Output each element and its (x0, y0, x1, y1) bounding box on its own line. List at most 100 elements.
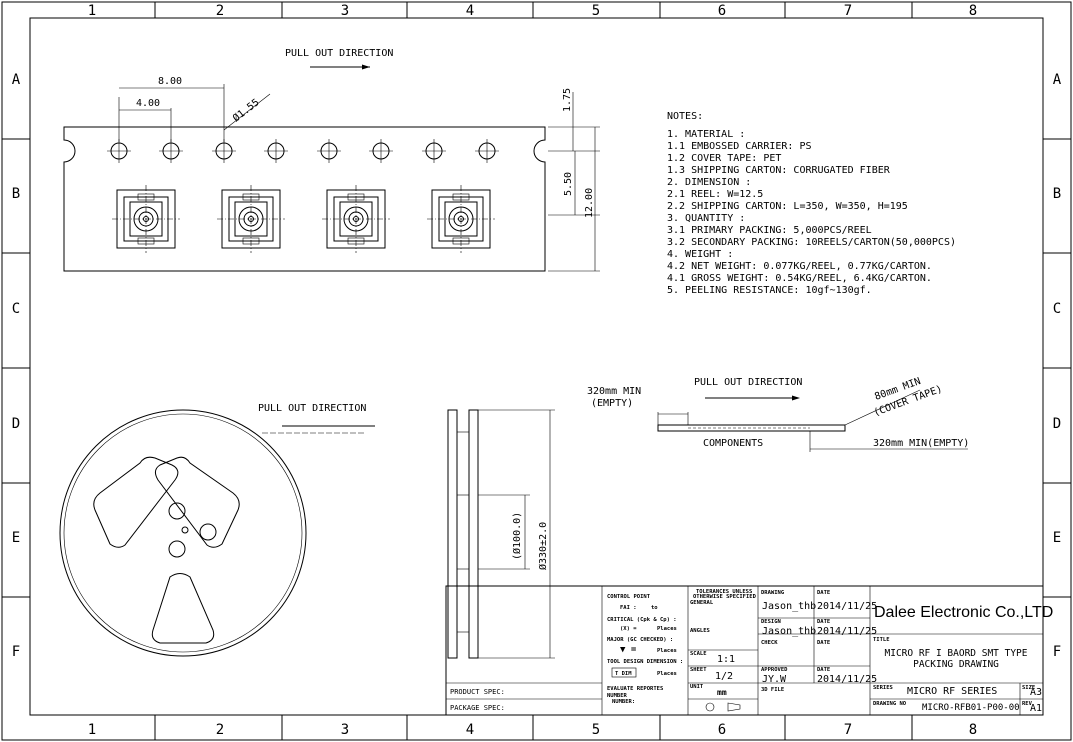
tb-unit: mm (717, 688, 727, 697)
tb-package-spec: PACKAGE SPEC: (450, 704, 505, 712)
tb-fai-to: to (651, 605, 658, 611)
grid-col-4: 4 (466, 3, 474, 19)
grid-col-labels-top: 1 2 3 4 5 6 7 8 (88, 3, 977, 19)
grid-row-d-right: D (1053, 416, 1061, 432)
grid-row-b-right: B (1053, 186, 1061, 202)
tb-design-by: Jason_thb (762, 626, 816, 637)
tb-otherwise: OTHERWISE SPECIFIED (693, 594, 757, 600)
tb-major-sym: ▼ = (620, 645, 637, 655)
leader-direction-label: PULL OUT DIRECTION (694, 377, 802, 388)
tb-general: GENERAL (690, 600, 714, 606)
tb-evaluate: EVALUATE REPORTES (607, 686, 663, 692)
title-block-frame (445, 585, 1044, 716)
tb-scale: 1:1 (717, 654, 735, 665)
leader-min-empty-2: 320mm MIN(EMPTY) (873, 438, 969, 449)
grid-col-2: 2 (216, 3, 224, 19)
tb-scale-label: SCALE (690, 651, 707, 657)
reel-window-left (93, 456, 179, 548)
grid-col-2-bottom: 2 (216, 722, 224, 738)
grid-row-d: D (12, 416, 20, 432)
grid-col-6-bottom: 6 (718, 722, 726, 738)
grid-row-labels-right: A B C D E F (1053, 72, 1062, 660)
grid-col-8-bottom: 8 (969, 722, 977, 738)
reel-side-view: (Ø100.0) Ø330±2.0 (447, 409, 555, 659)
leader-components: COMPONENTS (703, 438, 763, 449)
tb-projection-cone-icon (727, 702, 741, 712)
carrier-tape-view: PULL OUT DIRECTION 8.00 4.00 Ø1.55 1.75 … (63, 48, 600, 272)
tb-date-label-3: DATE (817, 640, 830, 646)
tb-tolerances: TOLERANCES UNLESS (696, 589, 752, 595)
note-line-9: 3.1 PRIMARY PACKING: 5,000PCS/REEL (667, 225, 872, 236)
cover-tape-line (844, 389, 921, 426)
grid-row-f: F (12, 644, 20, 660)
tb-size: A3 (1030, 687, 1042, 698)
tb-title-1: MICRO RF I BAORD SMT TYPE (885, 648, 1028, 659)
grid-row-e-right: E (1053, 530, 1061, 546)
tb-places-1: Places (657, 626, 677, 632)
dim-pitch: 8.00 (158, 76, 182, 87)
notes-heading: NOTES: (667, 111, 703, 122)
note-line-13: 4.1 GROSS WEIGHT: 0.54KG/REEL, 6.4KG/CAR… (667, 273, 932, 284)
reel-center-mark (181, 526, 189, 534)
tb-drawn-date: 2014/11/25 (817, 601, 877, 612)
grid-col-ticks (154, 2, 913, 740)
note-line-10: 3.2 SECONDARY PACKING: 10REELS/CARTON(50… (667, 237, 956, 248)
tb-title-label: TITLE (873, 637, 890, 643)
tb-drawing-label: DRAWING (761, 590, 785, 596)
grid-col-4-bottom: 4 (466, 722, 474, 738)
dim-half-pitch: 4.00 (136, 98, 160, 109)
leader-tape (657, 424, 846, 432)
note-line-14: 5. PEELING RESISTANCE: 10gf~130gf. (667, 285, 872, 296)
tb-tool: TOOL DESIGN DIMENSION : (607, 659, 683, 665)
dim-hole-leader (223, 93, 271, 131)
leader-trailer-view: 320mm MIN (EMPTY) PULL OUT DIRECTION COM… (587, 376, 969, 452)
tb-series-label: SERIES (873, 685, 893, 691)
tb-tool-box: T DIM (615, 671, 632, 677)
note-line-11: 4. WEIGHT : (667, 249, 733, 260)
tb-critical-box: (X) = (620, 626, 637, 632)
tb-title-2: PACKING DRAWING (913, 659, 999, 670)
tape-outline (63, 126, 546, 272)
reel-direction-label: PULL OUT DIRECTION (258, 403, 366, 414)
tb-rev-label: REV (1022, 701, 1033, 707)
grid-row-labels-left: A B C D E F (12, 72, 21, 660)
note-line-4: 1.3 SHIPPING CARTON: CORRUGATED FIBER (667, 165, 891, 176)
grid-col-8: 8 (969, 3, 977, 19)
reel-window-bottom (151, 573, 215, 644)
grid-row-f-right: F (1053, 644, 1061, 660)
tb-date-label-2: DATE (817, 619, 830, 625)
grid-col-6: 6 (718, 3, 726, 19)
dim-reel-hub: (Ø100.0) (511, 512, 523, 560)
tb-approved-label: APPROVED (761, 667, 788, 673)
tb-company: Dalee Electronic Co.,LTD (874, 604, 1053, 621)
reel-hub-hole-3 (168, 540, 186, 558)
note-line-12: 4.2 NET WEIGHT: 0.077KG/REEL, 0.77KG/CAR… (667, 261, 932, 272)
leader-min-empty-1b: (EMPTY) (591, 398, 633, 409)
tb-places-2: Places (657, 648, 677, 654)
reel-side-flange-right (468, 409, 479, 659)
leader-direction-arrowhead (792, 395, 800, 401)
tb-control-point: CONTROL POINT (607, 594, 651, 600)
grid-row-e: E (12, 530, 20, 546)
reel-front-view: PULL OUT DIRECTION (59, 403, 375, 657)
reel-inner-rim (63, 413, 303, 653)
tb-approved-date: 2014/11/25 (817, 674, 877, 685)
reel-window-right (154, 456, 240, 548)
tb-series: MICRO RF SERIES (907, 686, 997, 697)
grid-col-3-bottom: 3 (341, 722, 349, 738)
tb-sheet: 1/2 (715, 671, 733, 682)
tb-drawing-no-label: DRAWING NO (873, 701, 907, 707)
sprocket-holes (107, 139, 499, 163)
leader-min-empty-1: 320mm MIN (587, 386, 641, 397)
tb-rev: A1 (1030, 703, 1042, 714)
grid-row-b: B (12, 186, 20, 202)
grid-col-3: 3 (341, 3, 349, 19)
dim-center: 5.50 (563, 172, 574, 196)
grid-row-c: C (12, 301, 20, 317)
notes-block: NOTES: 1. MATERIAL : 1.1 EMBOSSED CARRIE… (667, 111, 956, 296)
tb-approved-by: JY.W (762, 674, 787, 685)
grid-row-a-right: A (1053, 72, 1062, 88)
tb-check-label: CHECK (761, 640, 778, 646)
